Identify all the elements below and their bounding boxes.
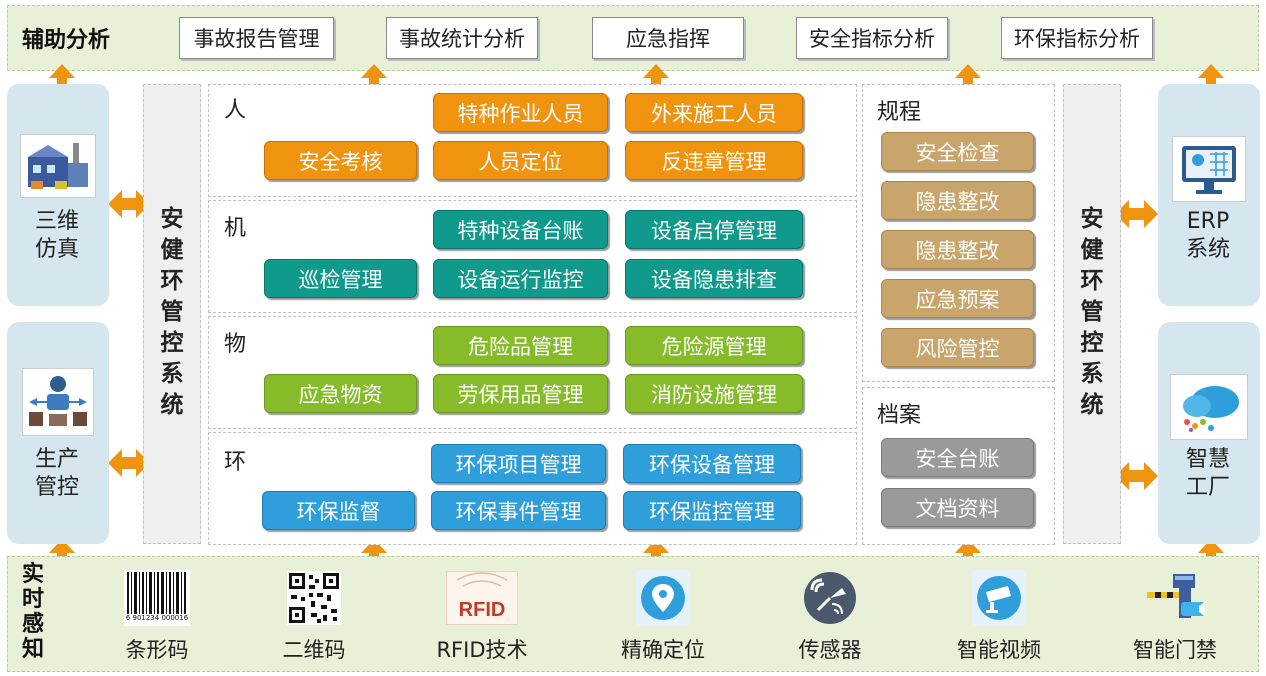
label-barcode: 条形码 [125, 638, 189, 662]
module-equipment-monitoring[interactable]: 设备运行监控 [433, 259, 608, 298]
section-machine-label: 机 [224, 216, 247, 241]
module-hazardous-goods[interactable]: 危险品管理 [433, 326, 608, 365]
bottom-band-title: 实 时 感 知 [21, 562, 44, 662]
module-equipment-start-stop[interactable]: 设备启停管理 [625, 210, 803, 249]
left-system-column [143, 84, 201, 544]
top-band-title: 辅助分析 [22, 28, 111, 53]
factory-3d-icon [20, 134, 96, 198]
label-smart-video: 智能视频 [957, 638, 1041, 662]
module-hazard-source[interactable]: 危险源管理 [625, 326, 803, 365]
label-sensor: 传感器 [798, 638, 862, 662]
panel-3d-simulation-label: 三维 仿真 [34, 209, 79, 262]
panel-production-control-label: 生产 管控 [34, 447, 79, 500]
module-external-workers[interactable]: 外来施工人员 [625, 93, 803, 132]
right-system-label: 安 健 环 管 控 系 统 [1080, 206, 1104, 418]
module-documents[interactable]: 文档资料 [881, 488, 1034, 527]
rfid-icon: RFID [446, 571, 518, 625]
module-anti-violation[interactable]: 反违章管理 [625, 141, 803, 180]
module-hazard-rectification-2[interactable]: 隐患整改 [881, 230, 1034, 269]
cloud-icon [1170, 374, 1248, 440]
module-fire-facilities[interactable]: 消防设施管理 [625, 374, 803, 413]
module-env-equipment[interactable]: 环保设备管理 [623, 444, 801, 483]
module-inspection[interactable]: 巡检管理 [264, 259, 417, 298]
panel-smart-factory-label: 智慧 工厂 [1185, 447, 1230, 500]
worker-icon [22, 368, 94, 436]
erp-monitor-icon [1172, 136, 1246, 202]
double-arrow-icon [1115, 200, 1158, 228]
left-system-label: 安 健 环 管 控 系 统 [160, 206, 184, 418]
camera-icon [972, 570, 1026, 626]
box-accident-report[interactable]: 事故报告管理 [179, 17, 334, 59]
qrcode-icon [287, 571, 341, 625]
right-system-column [1063, 84, 1121, 544]
barcode-digits: 6 901234 000016 [124, 614, 190, 622]
module-env-monitoring[interactable]: 环保监控管理 [623, 491, 801, 530]
panel-smart-factory[interactable]: 智慧 工厂 [1158, 322, 1260, 544]
module-emergency-supplies[interactable]: 应急物资 [264, 374, 417, 413]
box-safety-indicator[interactable]: 安全指标分析 [796, 17, 948, 59]
module-personnel-location[interactable]: 人员定位 [433, 141, 608, 180]
box-emergency-command[interactable]: 应急指挥 [592, 17, 744, 59]
box-environment-indicator[interactable]: 环保指标分析 [1001, 17, 1153, 59]
module-safety-check[interactable]: 安全检查 [881, 132, 1034, 171]
module-env-project[interactable]: 环保项目管理 [431, 444, 606, 483]
double-arrow-icon [1115, 462, 1158, 490]
label-rfid: RFID技术 [436, 638, 528, 662]
label-precise-location: 精确定位 [621, 638, 705, 662]
module-risk-control[interactable]: 风险管控 [881, 328, 1034, 367]
module-env-events[interactable]: 环保事件管理 [431, 491, 606, 530]
panel-production-control[interactable]: 生产 管控 [7, 322, 109, 544]
module-equipment-hazard[interactable]: 设备隐患排查 [625, 259, 803, 298]
location-pin-icon [636, 570, 690, 626]
panel-erp-system[interactable]: ERP 系统 [1158, 84, 1260, 306]
module-hazard-rectification-1[interactable]: 隐患整改 [881, 181, 1034, 220]
module-protective-equipment[interactable]: 劳保用品管理 [433, 374, 608, 413]
box-accident-statistics[interactable]: 事故统计分析 [386, 17, 538, 59]
section-archives-label: 档案 [877, 403, 922, 428]
bottom-band [7, 556, 1259, 672]
panel-erp-system-label: ERP 系统 [1185, 209, 1230, 262]
panel-3d-simulation[interactable]: 三维 仿真 [7, 84, 109, 306]
module-special-operators[interactable]: 特种作业人员 [433, 93, 608, 132]
rfid-icon-text: RFID [459, 599, 506, 621]
sensor-icon [802, 570, 858, 626]
module-safety-assessment[interactable]: 安全考核 [264, 141, 417, 180]
section-environment-label: 环 [224, 450, 247, 475]
module-emergency-plan[interactable]: 应急预案 [881, 279, 1034, 318]
section-person-label: 人 [224, 98, 247, 123]
section-material-label: 物 [224, 332, 247, 357]
module-env-supervision[interactable]: 环保监督 [262, 491, 415, 530]
section-rules-label: 规程 [877, 100, 922, 125]
module-safety-ledger[interactable]: 安全台账 [881, 438, 1034, 477]
label-qrcode: 二维码 [282, 638, 346, 662]
gate-access-icon [1143, 570, 1207, 626]
module-special-equipment-ledger[interactable]: 特种设备台账 [433, 210, 608, 249]
label-smart-access: 智能门禁 [1133, 638, 1217, 662]
